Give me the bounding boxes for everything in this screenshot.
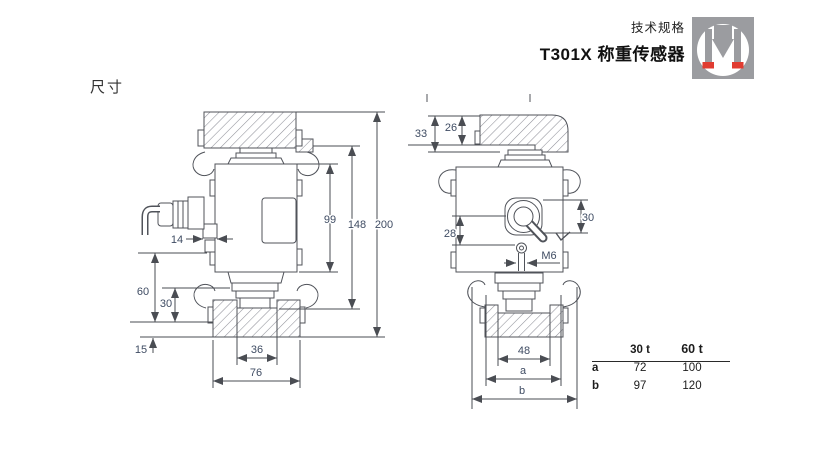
- dim-label-15: 15: [135, 344, 147, 356]
- side-view-dimensions: [130, 111, 385, 388]
- row-label-b: b: [592, 380, 600, 392]
- dim-label-33: 33: [415, 128, 427, 140]
- dim-label-148: 148: [348, 219, 366, 231]
- dim-label-26: 26: [445, 122, 457, 134]
- value-b-30t: 97: [633, 380, 647, 392]
- dim-label-14: 14: [171, 234, 183, 246]
- front-view-dim-labels: 33 26 30 28 M6 48 a b: [413, 121, 595, 399]
- side-view-dim-labels: 14 60 30 15 36 76 99 148 200: [133, 213, 394, 381]
- dim-label-76: 76: [250, 367, 262, 379]
- table-header-row: 30 t 60 t: [592, 342, 730, 362]
- dim-label-99: 99: [324, 214, 336, 226]
- dim-label-30-side: 30: [160, 298, 172, 310]
- table-row-a: a 72 100: [592, 362, 730, 380]
- dim-label-b: b: [519, 385, 525, 397]
- dim-label-28: 28: [444, 228, 456, 240]
- brand-logo: [692, 17, 754, 79]
- value-a-60t: 100: [682, 362, 702, 374]
- section-label-dimensions: 尺寸: [90, 79, 125, 96]
- dimension-drawing: 14 60 30 15 36 76 99 148 200: [120, 85, 740, 420]
- mettler-toledo-logo-icon: [692, 17, 754, 79]
- dim-label-60: 60: [137, 286, 149, 298]
- dim-label-30-front: 30: [582, 212, 594, 224]
- dim-label-36: 36: [251, 344, 263, 356]
- dim-label-48: 48: [518, 345, 530, 357]
- dim-label-a: a: [520, 365, 527, 377]
- table-header-60t: 60 t: [681, 342, 703, 356]
- page-title: T301X 称重传感器: [539, 45, 685, 64]
- row-label-a: a: [592, 362, 599, 374]
- front-view-dimensions: [408, 115, 588, 409]
- table-row-b: b 97 120: [592, 380, 730, 398]
- front-view: [426, 94, 581, 338]
- dim-label-200: 200: [375, 219, 393, 231]
- table-header-30t: 30 t: [630, 344, 650, 356]
- dim-label-m6: M6: [541, 250, 556, 262]
- value-a-30t: 72: [633, 362, 647, 374]
- value-b-60t: 120: [682, 380, 702, 392]
- dimension-table: 30 t 60 t a 72 100 b 97 120: [592, 342, 730, 398]
- side-view: [141, 111, 320, 338]
- doc-type-label: 技术规格: [630, 21, 685, 35]
